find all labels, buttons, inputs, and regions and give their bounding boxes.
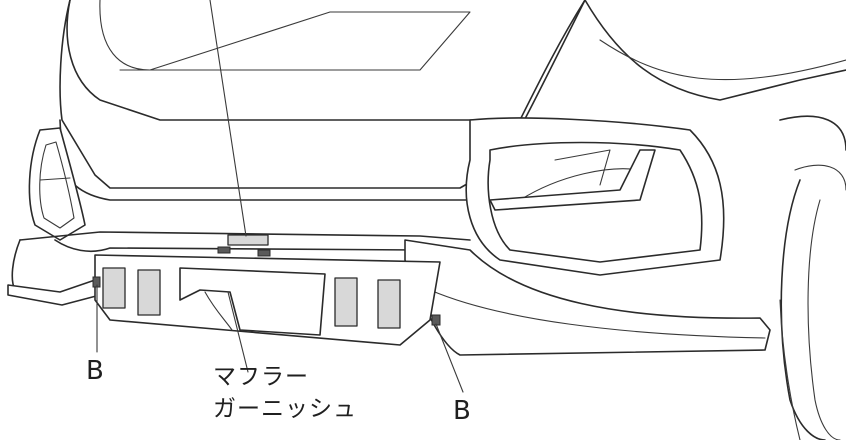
left-taillight-inner [39, 141, 75, 229]
right-vent-lip [554, 149, 611, 186]
rear-wheel-outer [780, 179, 826, 440]
bumper-body [54, 239, 421, 252]
bumper-right-lip-line [429, 289, 766, 339]
right-vent-inner [487, 141, 703, 263]
rear-window-inner [99, 0, 471, 71]
leader-line-b-right [435, 323, 464, 393]
muffler-opening [179, 267, 326, 336]
tyre-sidewall [794, 164, 846, 191]
diffuser-fin [377, 279, 401, 329]
leader-line-muffler [227, 291, 249, 373]
center-bracket [227, 234, 269, 246]
wheel-arch [779, 115, 846, 151]
label-b-right: B [453, 396, 471, 426]
diffuser-fin [102, 267, 126, 309]
diffuser-fin [334, 277, 358, 327]
center-clip-right [257, 249, 271, 257]
rear-wheel-inner [807, 199, 841, 440]
diffuser-fin [137, 269, 161, 316]
hatch-panel [59, 0, 586, 189]
label-b-left: B [86, 356, 104, 386]
bumper-upper-line [19, 231, 471, 241]
right-vent-fin [489, 149, 656, 211]
muffler-opening-shadow [204, 291, 233, 331]
right-vent-grille [519, 168, 641, 201]
left-taillight-bar [39, 177, 71, 181]
label-muffler-line1: マフラー [213, 364, 309, 390]
tyre-edge [779, 299, 801, 440]
bumper-left-spoiler [7, 279, 101, 306]
body-right-shoulder [599, 39, 846, 81]
center-clip-left [217, 246, 231, 254]
leader-line-top [209, 0, 247, 237]
rear-window [66, 0, 586, 121]
label-muffler-line2: ガーニッシュ [213, 396, 357, 422]
body-right-side [584, 0, 846, 101]
